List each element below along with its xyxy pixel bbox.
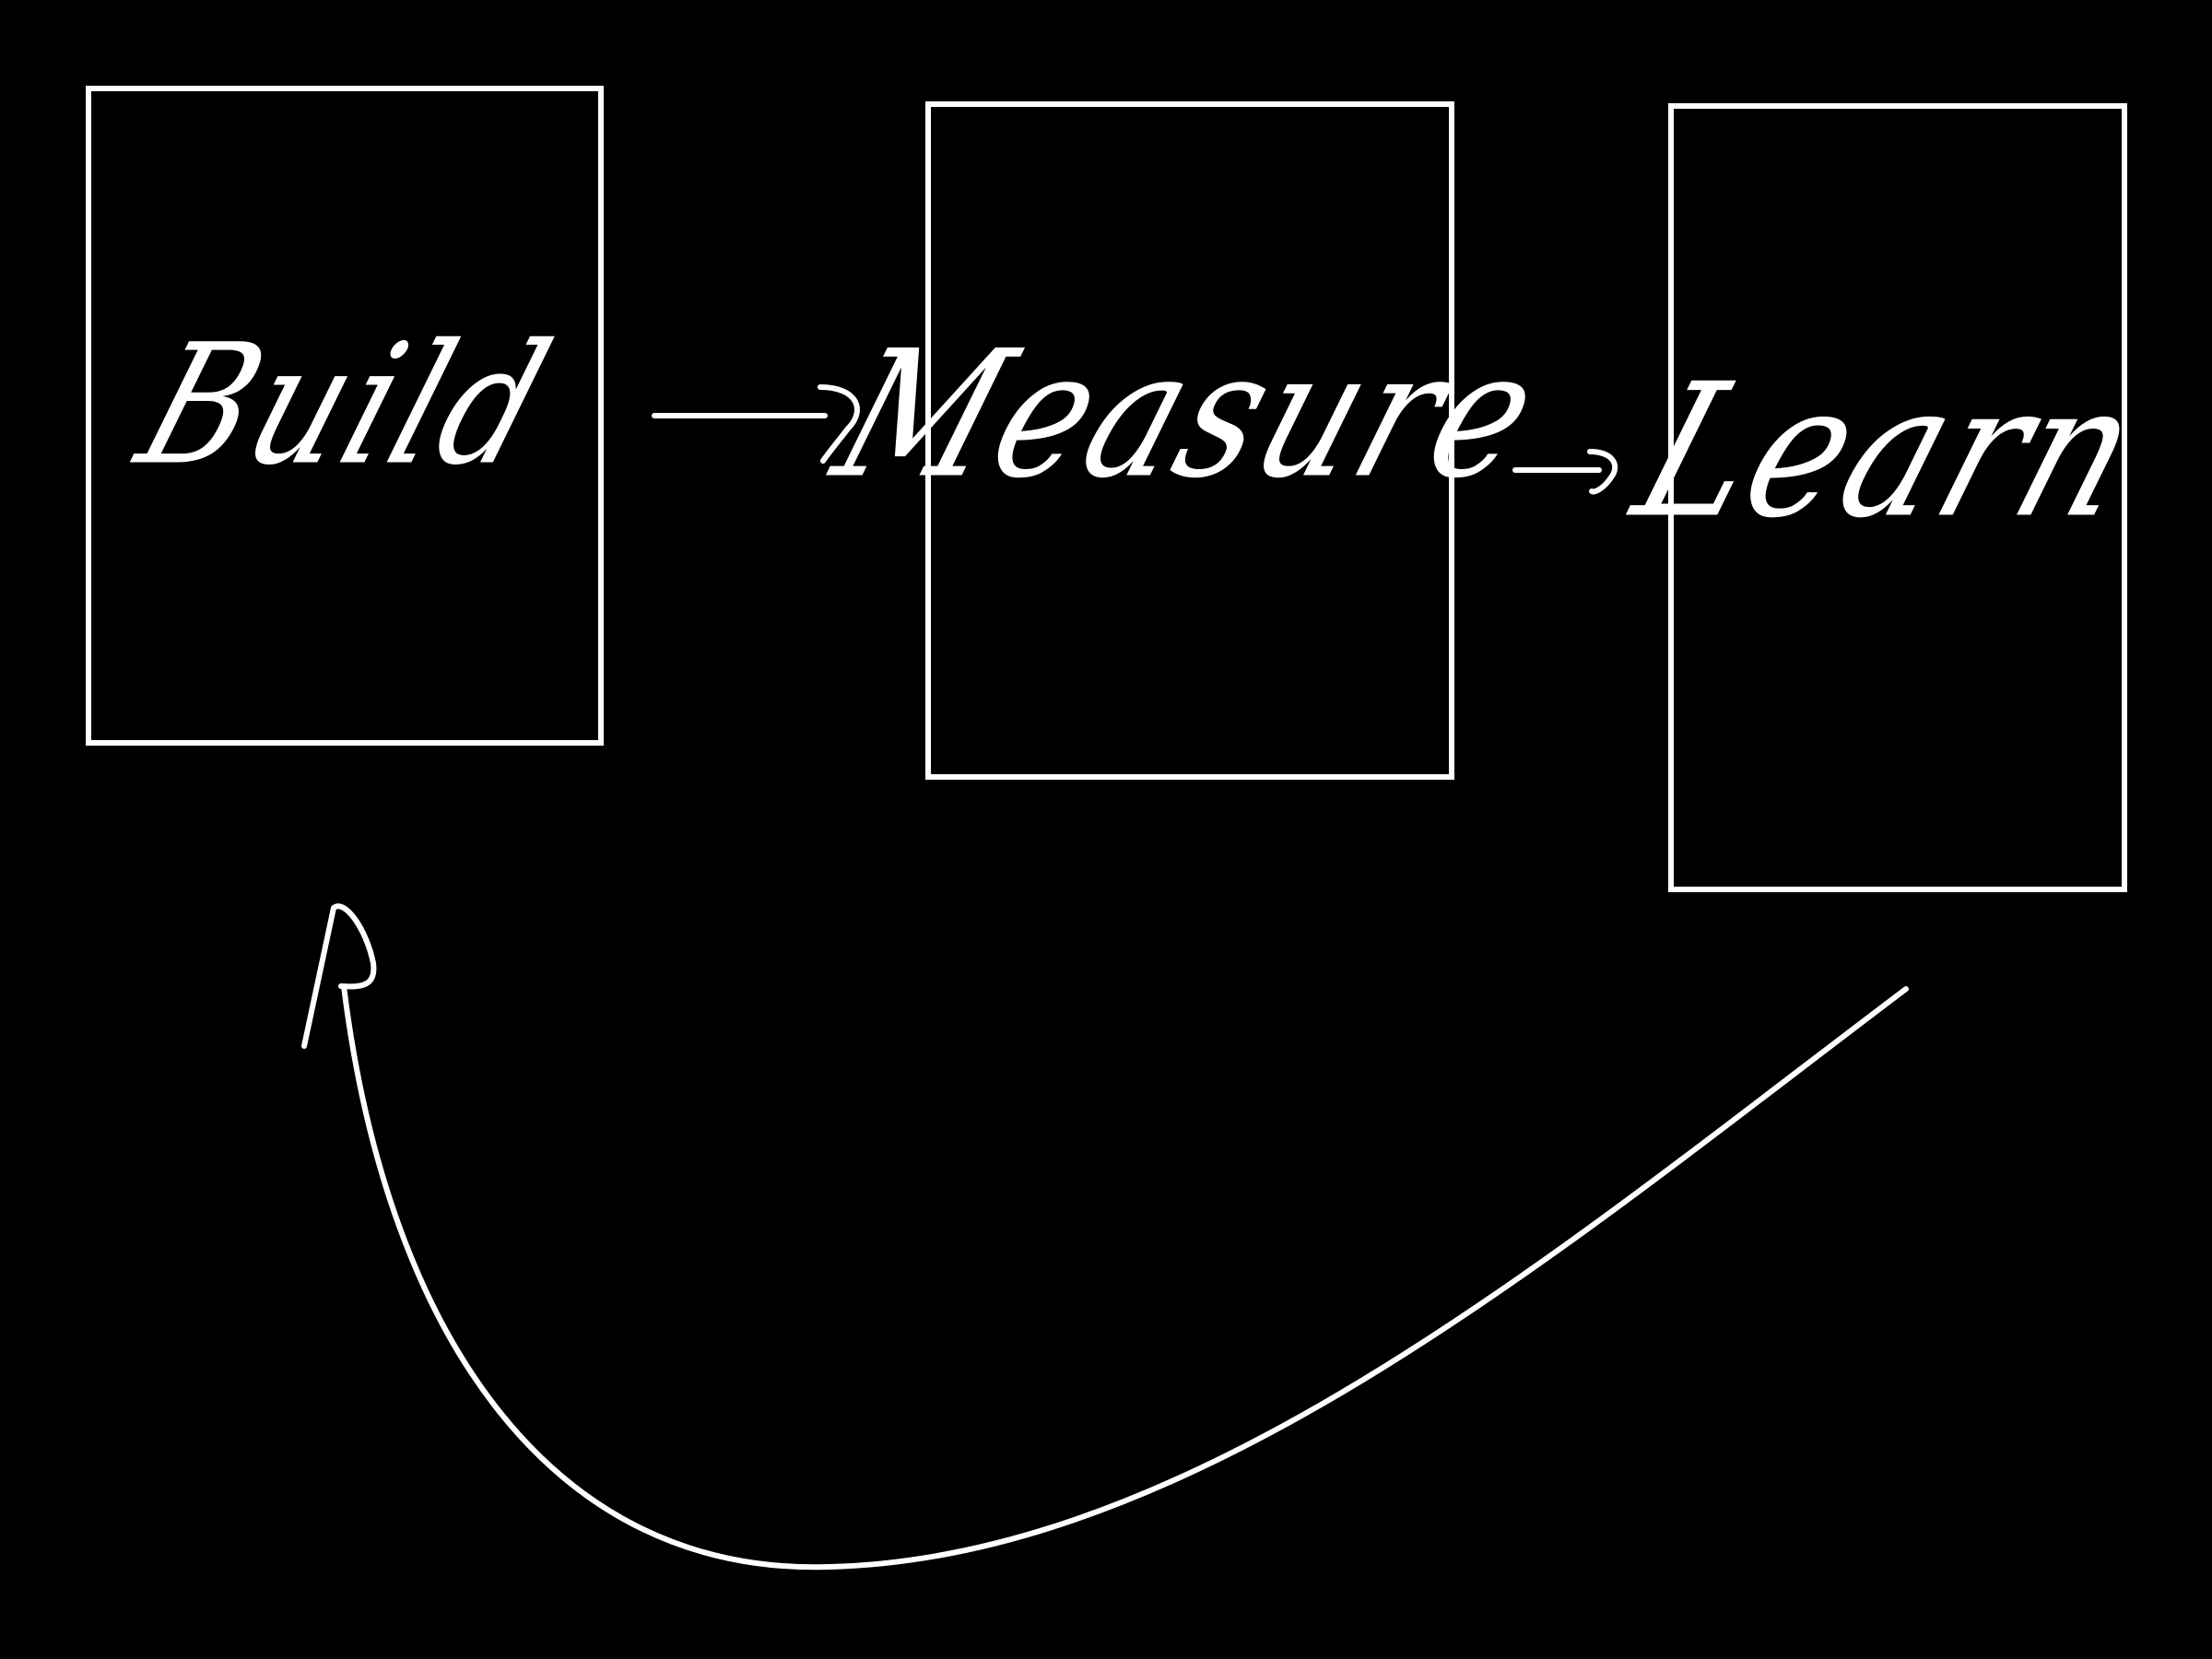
edge-build-to-measure: [652, 384, 860, 464]
arrowhead-icon: [1587, 449, 1618, 495]
node-build-box: [86, 86, 604, 746]
arrowhead-icon: [301, 903, 377, 1049]
edge-learn-to-build: [301, 903, 1909, 1571]
node-measure-box: [925, 101, 1454, 780]
node-learn-label: Learn: [1613, 344, 2166, 559]
edge-learn-to-build-curve: [341, 983, 1909, 1571]
node-learn-box: [1668, 103, 2127, 892]
node-build-label: Build: [119, 309, 572, 502]
edge-measure-to-learn: [1512, 449, 1618, 495]
node-measure-label: Measure: [814, 312, 1564, 517]
